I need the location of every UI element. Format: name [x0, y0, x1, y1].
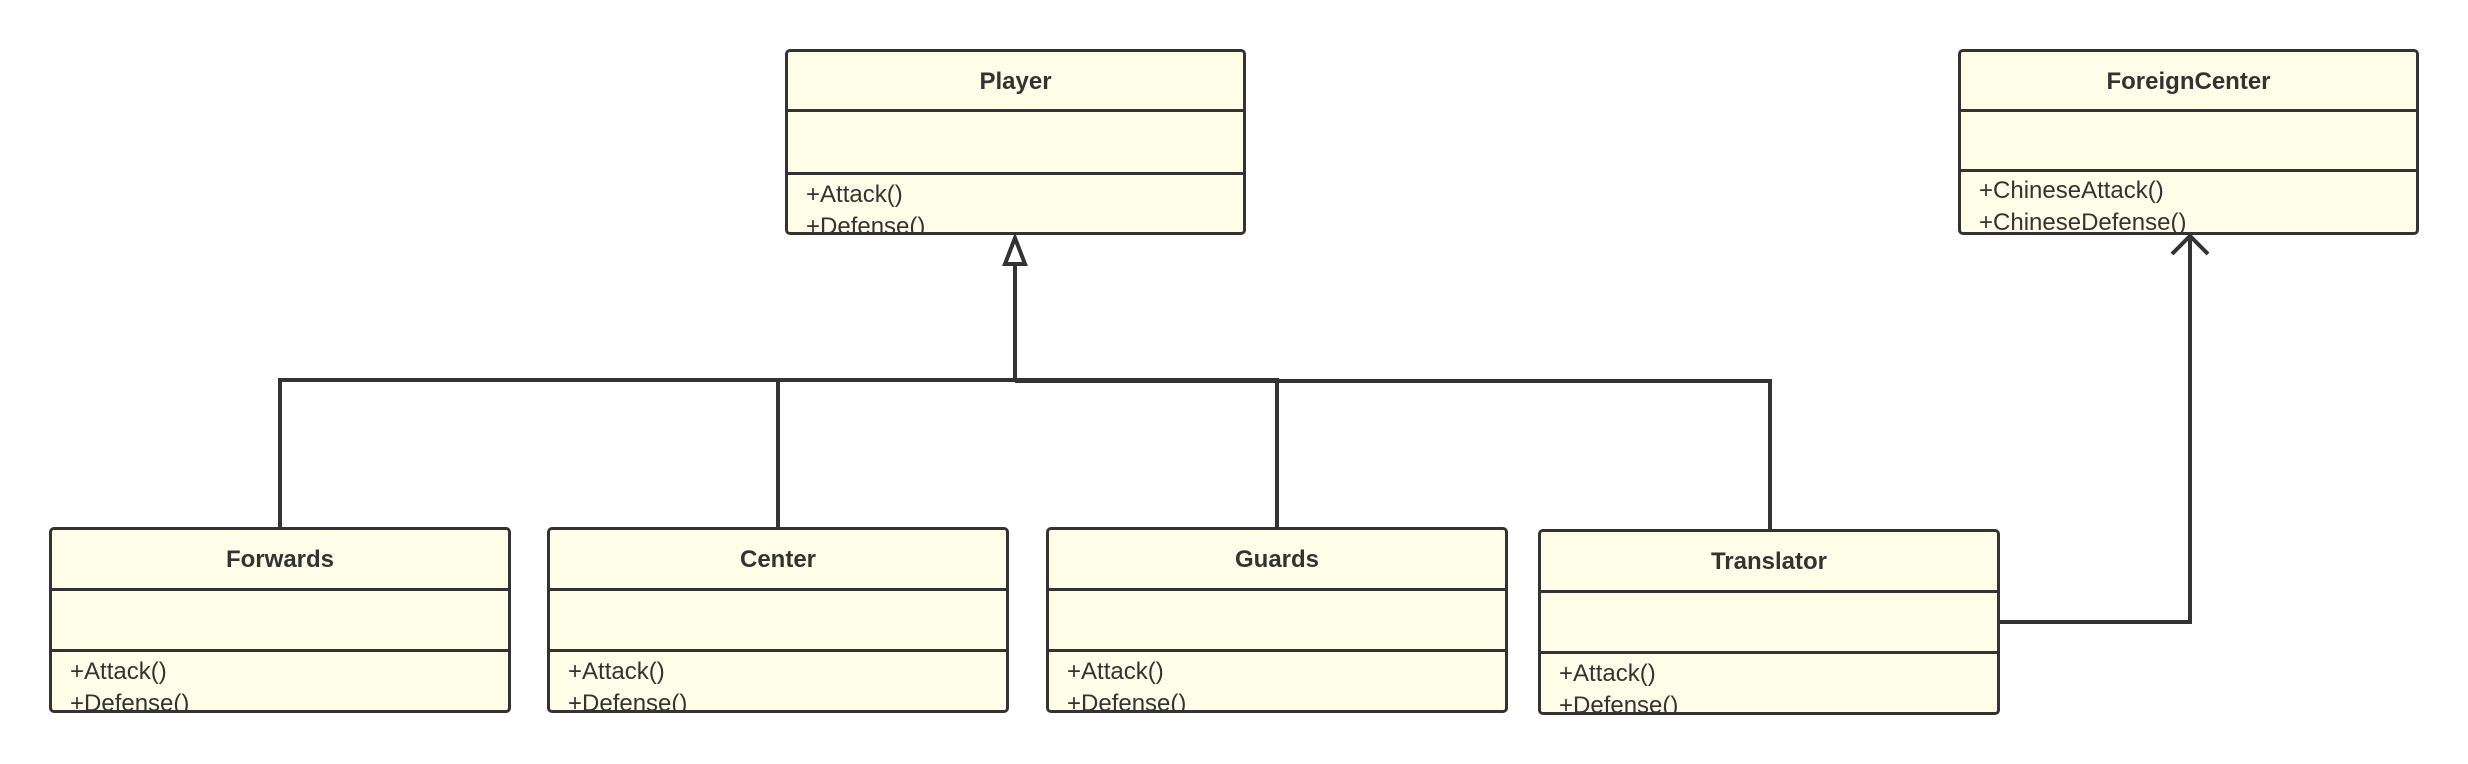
- operations-compartment: +Attack() +Defense(): [52, 652, 508, 713]
- attributes-compartment: [52, 591, 508, 652]
- class-center[interactable]: Center +Attack() +Defense(): [547, 527, 1009, 713]
- operation: +Attack(): [1067, 658, 1164, 685]
- class-name: ForeignCenter: [1961, 52, 2416, 112]
- attributes-compartment: [1541, 593, 1997, 654]
- operations-compartment: +Attack() +Defense(): [1049, 652, 1505, 713]
- operations-compartment: +ChineseAttack() +ChineseDefense(): [1961, 172, 2416, 235]
- operations-compartment: +Attack() +Defense(): [788, 175, 1243, 235]
- association-arrowhead: [2170, 233, 2210, 256]
- operation: +Attack(): [70, 658, 167, 685]
- attributes-compartment: [550, 591, 1006, 652]
- operations-compartment: +Attack() +Defense(): [550, 652, 1006, 713]
- association-line-translator-foreigncenter: [1999, 236, 2192, 624]
- generalization-line-forwards: [278, 378, 1015, 528]
- class-name: Player: [788, 52, 1243, 112]
- class-name: Forwards: [52, 530, 508, 591]
- class-player[interactable]: Player +Attack() +Defense(): [785, 49, 1246, 235]
- operation: +Defense(): [1559, 692, 1679, 715]
- attributes-compartment: [1049, 591, 1505, 652]
- generalization-line-translator: [1015, 379, 1772, 530]
- operation: +Defense(): [70, 690, 190, 713]
- generalization-arrowhead: [1002, 232, 1028, 266]
- class-guards[interactable]: Guards +Attack() +Defense(): [1046, 527, 1508, 713]
- attributes-compartment: [1961, 112, 2416, 172]
- operation: +Defense(): [568, 690, 688, 713]
- operation: +ChineseDefense(): [1979, 209, 2187, 235]
- operation: +Defense(): [806, 213, 926, 235]
- operation: +Attack(): [806, 181, 903, 208]
- operation: +Attack(): [568, 658, 665, 685]
- class-forwards[interactable]: Forwards +Attack() +Defense(): [49, 527, 511, 713]
- class-name: Center: [550, 530, 1006, 591]
- class-name: Guards: [1049, 530, 1505, 591]
- attributes-compartment: [788, 112, 1243, 175]
- operations-compartment: +Attack() +Defense(): [1541, 654, 1997, 715]
- class-name: Translator: [1541, 532, 1997, 593]
- generalization-line-guards: [1015, 378, 1279, 528]
- operation: +Defense(): [1067, 690, 1187, 713]
- operation: +ChineseAttack(): [1979, 177, 2164, 204]
- operation: +Attack(): [1559, 660, 1656, 687]
- class-foreign-center[interactable]: ForeignCenter +ChineseAttack() +ChineseD…: [1958, 49, 2419, 235]
- class-translator[interactable]: Translator +Attack() +Defense(): [1538, 529, 2000, 715]
